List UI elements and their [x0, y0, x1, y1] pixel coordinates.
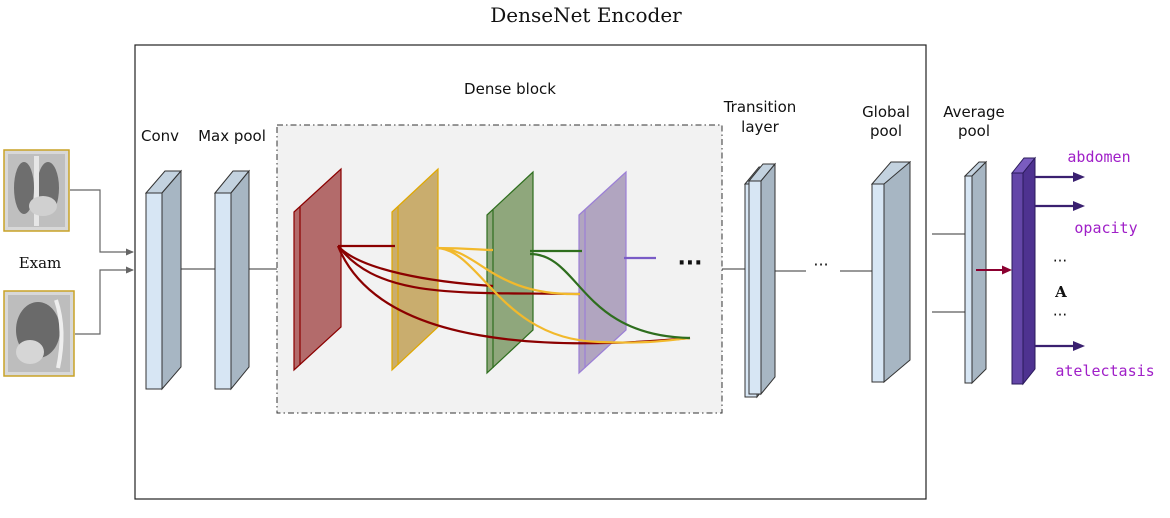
dense-connections — [336, 244, 691, 345]
arrow-head — [1073, 172, 1085, 182]
between-ellipsis: ··· — [813, 255, 828, 274]
average-pool-label-line1: Average — [943, 103, 1005, 121]
arrow-head — [1073, 201, 1085, 211]
transition-layer — [743, 162, 777, 399]
label-atelectasis: atelectasis — [1055, 362, 1154, 380]
max-pool-label: Max pool — [198, 127, 266, 145]
conv-layer — [144, 169, 183, 391]
conv-label: Conv — [141, 127, 179, 145]
output-layer — [1010, 156, 1037, 386]
transition-label-line1: Transition — [723, 98, 797, 116]
diagram-title: DenseNet Encoder — [490, 3, 682, 27]
arrow-head — [1002, 265, 1012, 275]
xray-lateral-image — [3, 290, 75, 377]
arrow-head — [1073, 341, 1085, 351]
global-pool-label-line2: pool — [870, 122, 902, 140]
transition-label-line2: layer — [741, 118, 779, 136]
dense-layer-red — [293, 167, 342, 372]
arrow-head — [126, 248, 134, 256]
dense-layer-lavender — [578, 170, 627, 375]
exam-label: Exam — [19, 254, 62, 272]
labels-ellipsis-bottom: ··· — [1053, 306, 1067, 324]
dense-layer-yellow — [391, 167, 439, 372]
encoder-box — [134, 44, 927, 500]
input-arrows — [70, 189, 133, 335]
labels-ellipsis-top: ··· — [1053, 252, 1067, 270]
dense-ellipsis: ··· — [677, 251, 702, 276]
average-pool-label-line2: pool — [958, 122, 990, 140]
max-pool-layer — [213, 169, 251, 391]
arrow-head — [126, 266, 134, 274]
label-abdomen: abdomen — [1067, 148, 1130, 166]
label-opacity: opacity — [1074, 219, 1137, 237]
global-pool-label-line1: Global — [862, 103, 910, 121]
xray-frontal-image — [3, 149, 70, 232]
connectors — [181, 233, 965, 313]
global-pool-layer — [870, 160, 912, 384]
output-label-arrows — [1035, 175, 1075, 348]
dense-block-label: Dense block — [464, 80, 556, 98]
average-pool-layer — [963, 160, 988, 385]
matrix-label: A — [1054, 283, 1067, 301]
